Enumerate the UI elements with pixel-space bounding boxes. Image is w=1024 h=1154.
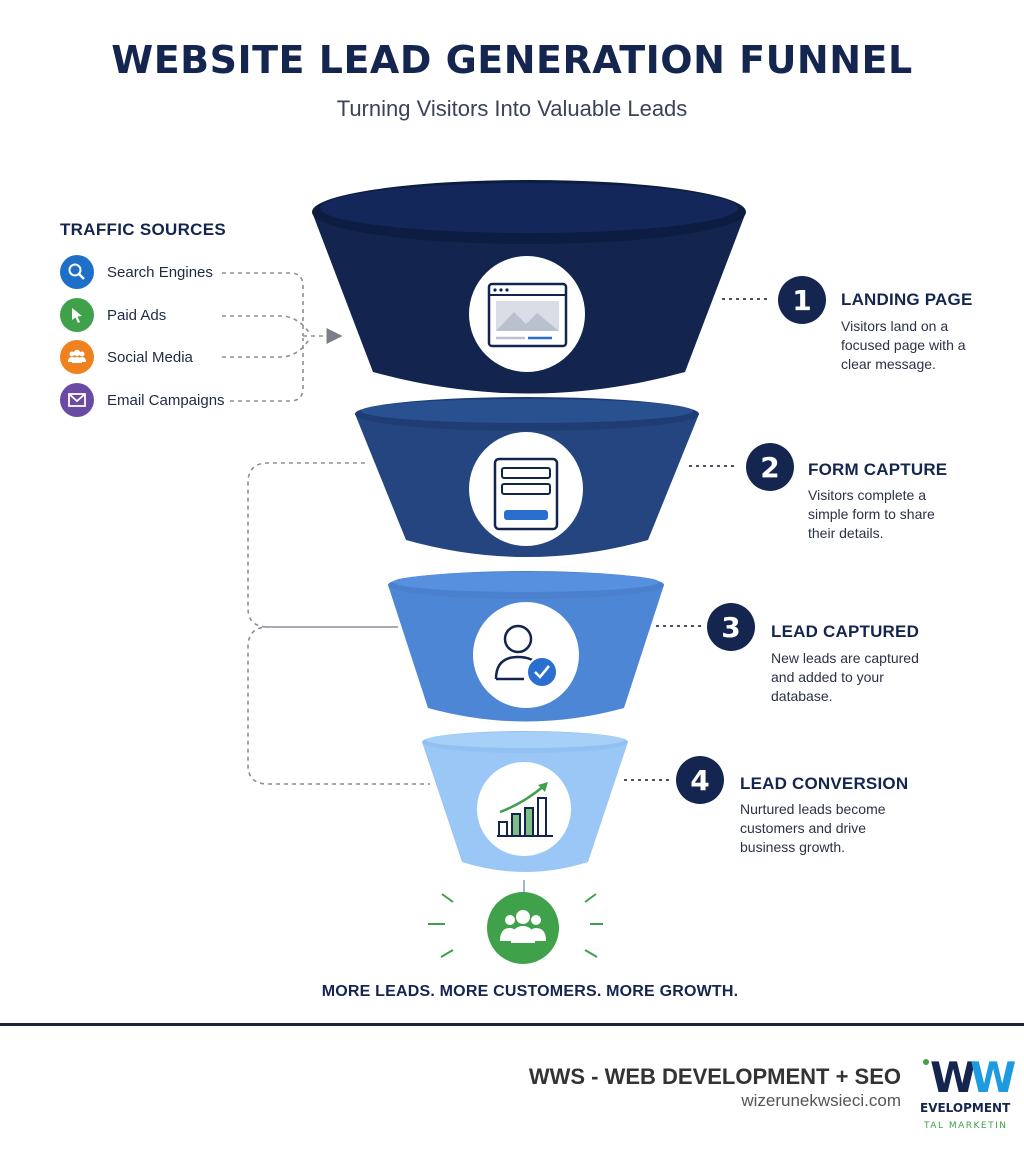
form-icon (469, 432, 583, 546)
traffic-source-paid-ads: Paid Ads (60, 298, 166, 332)
step-title-landing-page: LANDING PAGE (841, 290, 973, 309)
growth-chart-icon (477, 762, 571, 856)
step-number-1: 1 (778, 276, 826, 324)
footer-divider (0, 1023, 1024, 1026)
mail-icon (60, 383, 94, 417)
step-number-4: 4 (676, 756, 724, 804)
step-title-lead-captured: LEAD CAPTURED (771, 622, 920, 641)
people-icon (60, 340, 94, 374)
loop-connectors (247, 462, 430, 785)
traffic-source-label: Search Engines (107, 263, 213, 281)
svg-text:W: W (930, 1054, 976, 1102)
step-title-lead-conversion: LEAD CONVERSION (740, 774, 909, 793)
step-desc-lead-conversion: Nurtured leads become customers and driv… (740, 801, 886, 855)
footer-website-link[interactable]: wizerunekwsieci.com (741, 1091, 901, 1110)
step-title-form-capture: FORM CAPTURE (808, 460, 948, 479)
search-icon (60, 255, 94, 289)
result-rays (428, 893, 603, 958)
traffic-source-social-media: Social Media (60, 340, 193, 374)
traffic-connectors (222, 272, 343, 402)
step-desc-form-capture: Visitors complete a simple form to share… (808, 487, 935, 541)
svg-text:W: W (970, 1054, 1016, 1102)
traffic-source-email-campaigns: Email Campaigns (60, 383, 225, 417)
funnel-diagram (222, 180, 770, 964)
tagline: MORE LEADS. MORE CUSTOMERS. MORE GROWTH. (321, 983, 739, 1000)
traffic-source-label: Social Media (107, 348, 193, 366)
footer-company-name: WWS - WEB DEVELOPMENT + SEO (528, 1064, 901, 1089)
step-number-2: 2 (746, 443, 794, 491)
step-desc-landing-page: Visitors land on a focused page with a c… (841, 318, 966, 372)
traffic-source-search-engines: Search Engines (60, 255, 213, 289)
step-number-3: 3 (707, 603, 755, 651)
page-subtitle: Turning Visitors Into Valuable Leads (336, 96, 688, 121)
svg-text:TAL MARKETIN: TAL MARKETIN (923, 1121, 1007, 1131)
group-icon (487, 892, 559, 964)
funnel-tier-landing-page (312, 180, 746, 394)
page-title: WEBSITE LEAD GENERATION FUNNEL (111, 38, 913, 82)
traffic-source-label: Paid Ads (107, 306, 167, 324)
step-connectors (624, 298, 770, 781)
traffic-source-label: Email Campaigns (107, 391, 225, 409)
cursor-icon (60, 298, 94, 332)
user-check-icon (473, 602, 579, 708)
webpage-icon (469, 256, 585, 372)
traffic-sources-heading: TRAFFIC SOURCES (60, 220, 226, 239)
company-logo: W W EVELOPMENT TAL MARKETIN (920, 1054, 1024, 1134)
step-desc-lead-captured: New leads are captured and added to your… (771, 650, 919, 704)
svg-text:EVELOPMENT: EVELOPMENT (920, 1101, 1011, 1115)
